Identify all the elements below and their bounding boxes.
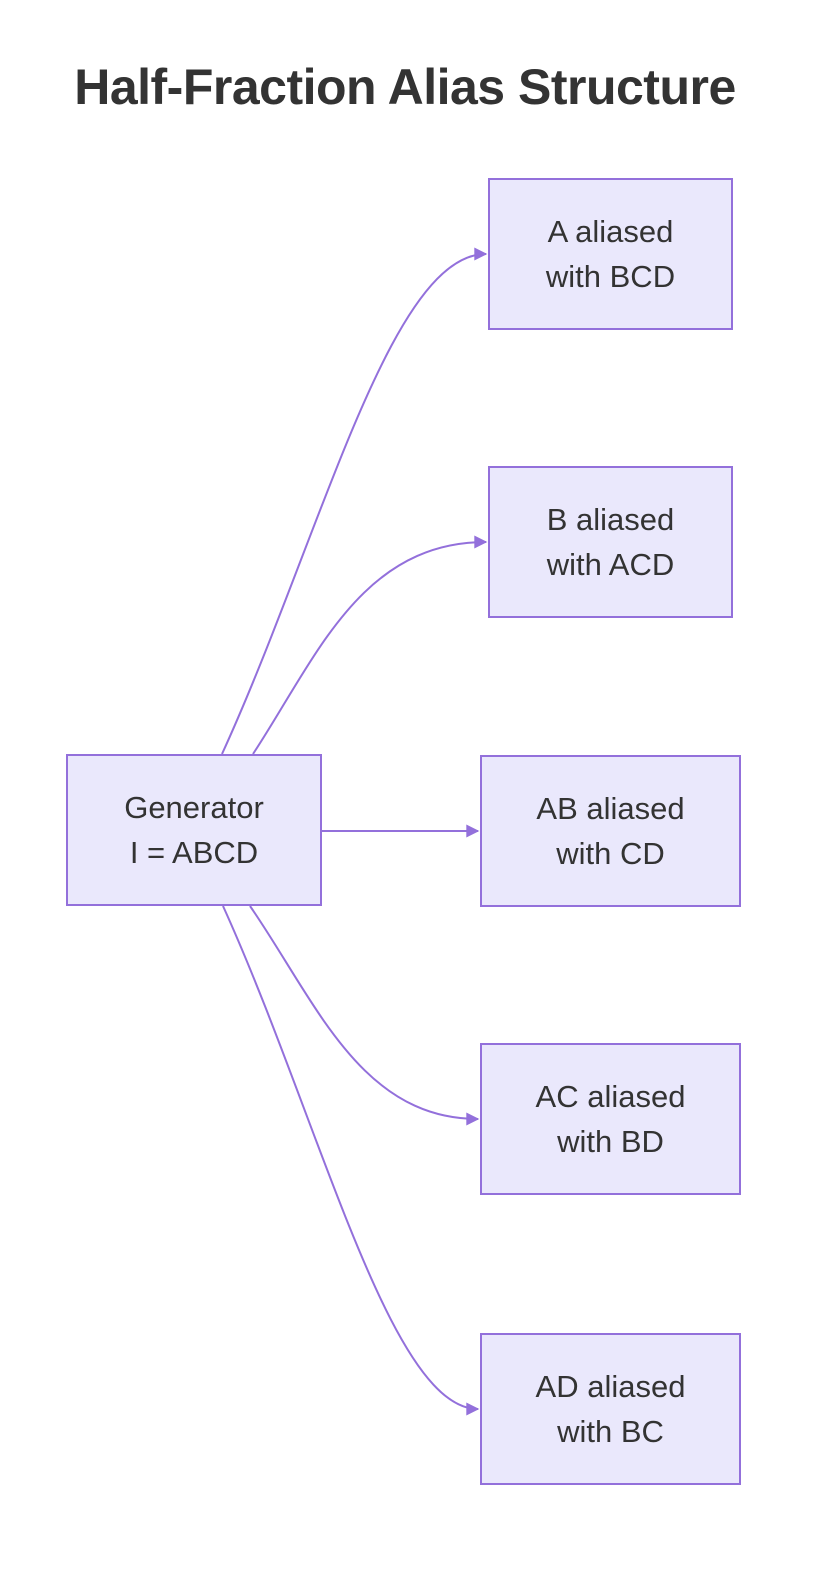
- node-b-aliased-with-acd: B aliased with ACD: [488, 466, 733, 618]
- node-ac-aliased-with-bd: AC aliased with BD: [480, 1043, 741, 1195]
- edge-generator-to-ac: [249, 905, 480, 1126]
- node-a-line1: A aliased: [547, 214, 674, 249]
- node-ab-line2: with CD: [556, 836, 665, 871]
- node-a-aliased-with-bcd: A aliased with BCD: [488, 178, 733, 330]
- edge-generator-to-b: [252, 535, 488, 755]
- node-ad-line1: AD aliased: [535, 1369, 686, 1404]
- edge-generator-to-ad: [222, 905, 480, 1416]
- edge-generator-to-a: [221, 247, 488, 755]
- node-ad-line2: with BC: [557, 1414, 664, 1449]
- node-generator-line1: Generator: [124, 790, 264, 825]
- node-ac-line2: with BD: [557, 1124, 664, 1159]
- node-a-line2: with BCD: [545, 259, 676, 294]
- node-b-line2: with ACD: [546, 547, 675, 582]
- node-ac-line1: AC aliased: [535, 1079, 686, 1114]
- node-ad-aliased-with-bc: AD aliased with BC: [480, 1333, 741, 1485]
- node-generator-line2: I = ABCD: [129, 835, 259, 870]
- diagram-title: Half-Fraction Alias Structure: [74, 59, 736, 115]
- node-generator: Generator I = ABCD: [66, 754, 322, 906]
- node-ab-line1: AB aliased: [536, 791, 685, 826]
- node-b-line1: B aliased: [546, 502, 675, 537]
- node-ab-aliased-with-cd: AB aliased with CD: [480, 755, 741, 907]
